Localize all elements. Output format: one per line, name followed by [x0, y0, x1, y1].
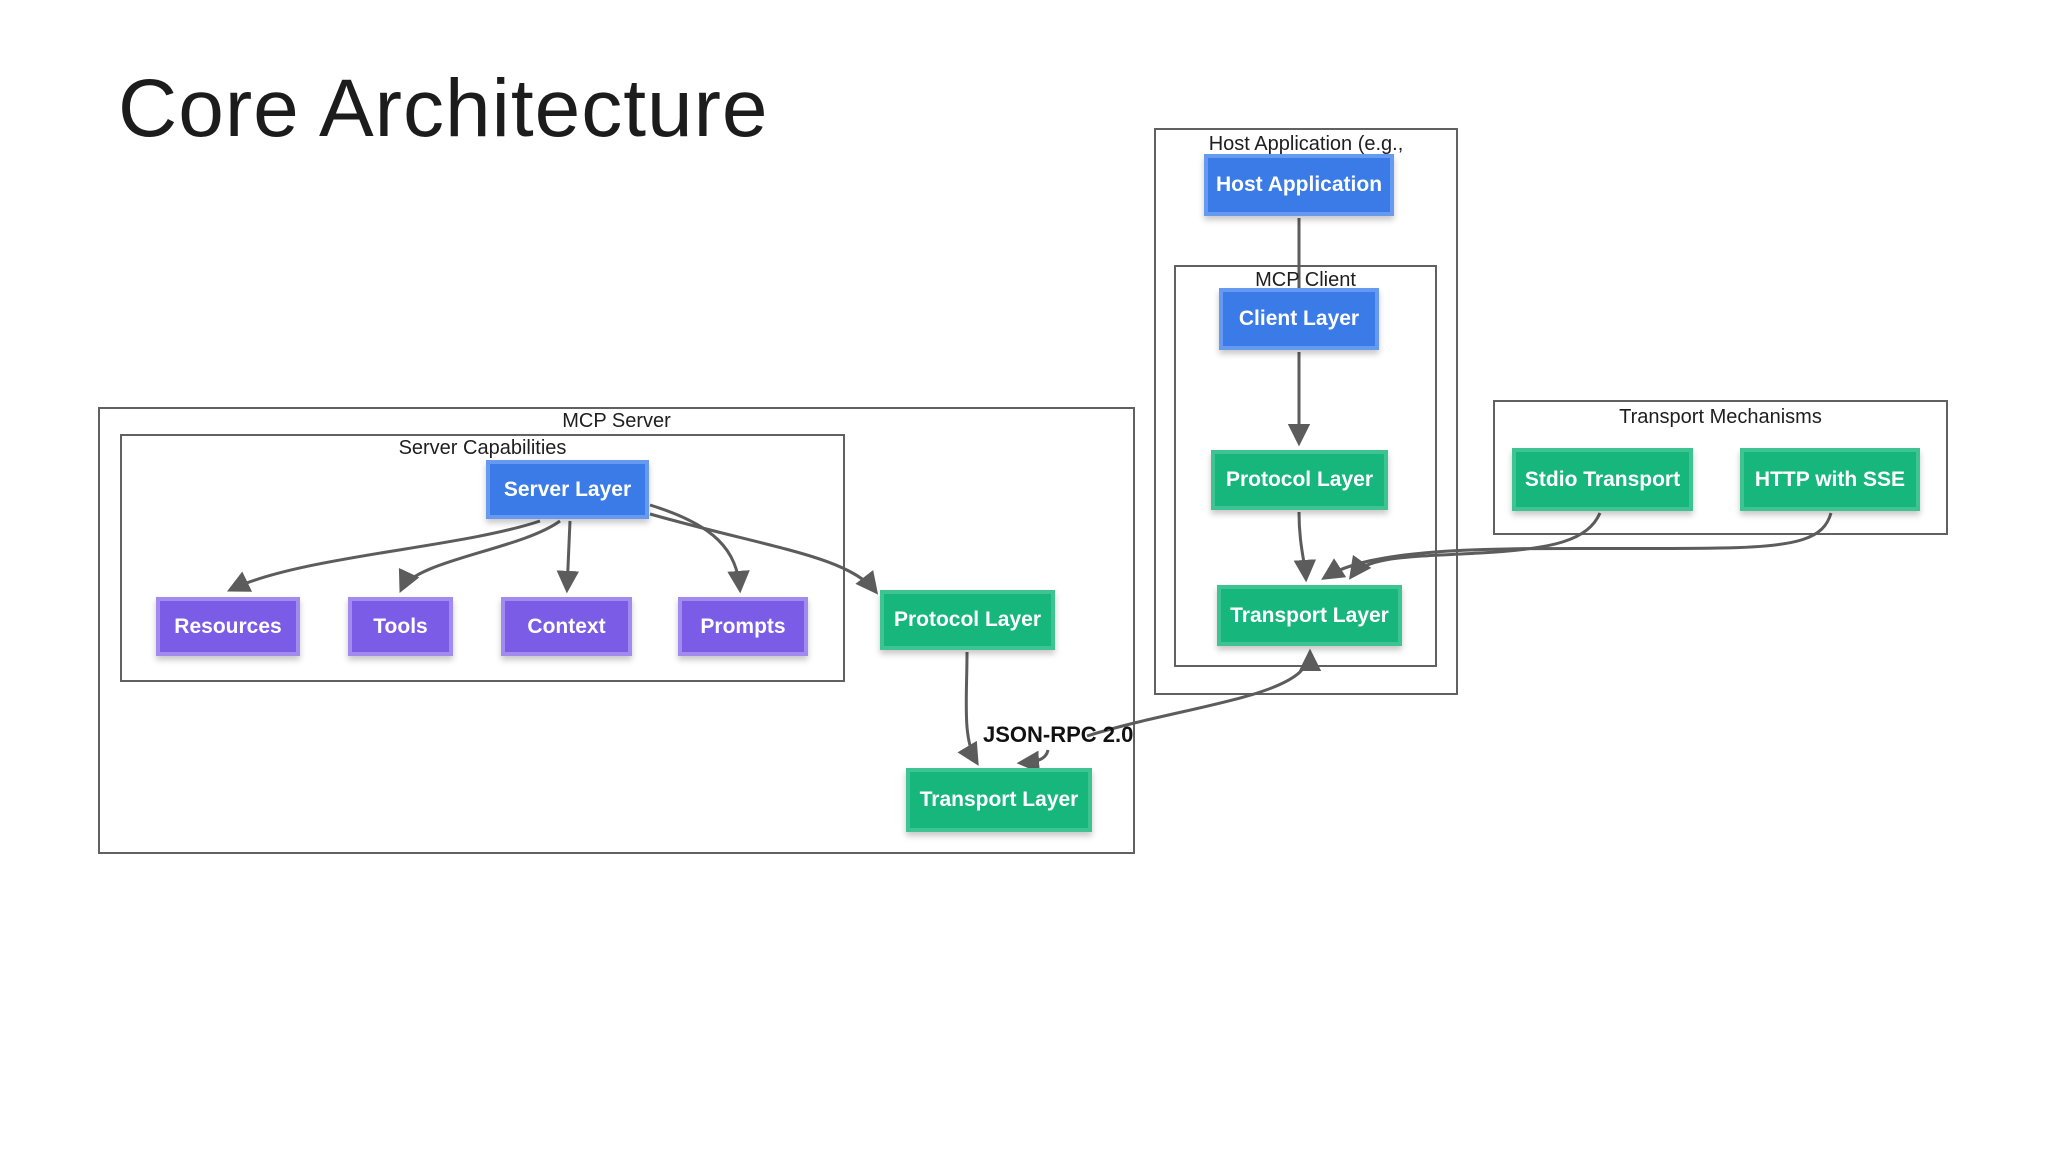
- node-protocol-layer-server: Protocol Layer: [880, 590, 1055, 650]
- host-application-container-label: Host Application (e.g.,: [1208, 133, 1404, 155]
- node-server-layer: Server Layer: [486, 460, 649, 519]
- node-host-application: Host Application: [1204, 154, 1394, 216]
- node-resources: Resources: [156, 597, 300, 656]
- mcp-server-label: MCP Server: [562, 410, 671, 432]
- node-client-layer: Client Layer: [1219, 288, 1379, 350]
- node-transport-layer-server: Transport Layer: [906, 768, 1092, 832]
- server-capabilities-label: Server Capabilities: [398, 437, 567, 459]
- node-tools: Tools: [348, 597, 453, 656]
- slide-title: Core Architecture: [118, 63, 769, 154]
- json-rpc-edge-label: JSON-RPC 2.0: [983, 722, 1134, 747]
- node-stdio-transport: Stdio Transport: [1512, 448, 1693, 511]
- node-context: Context: [501, 597, 632, 656]
- mcp-client-label: MCP Client: [1255, 269, 1356, 291]
- mcp-server-container: [98, 407, 1135, 854]
- node-http-with-sse: HTTP with SSE: [1740, 448, 1920, 511]
- node-transport-layer-client: Transport Layer: [1217, 585, 1402, 646]
- node-protocol-layer-client: Protocol Layer: [1211, 450, 1388, 510]
- transport-mechanisms-label: Transport Mechanisms: [1619, 406, 1822, 428]
- node-prompts: Prompts: [678, 597, 808, 656]
